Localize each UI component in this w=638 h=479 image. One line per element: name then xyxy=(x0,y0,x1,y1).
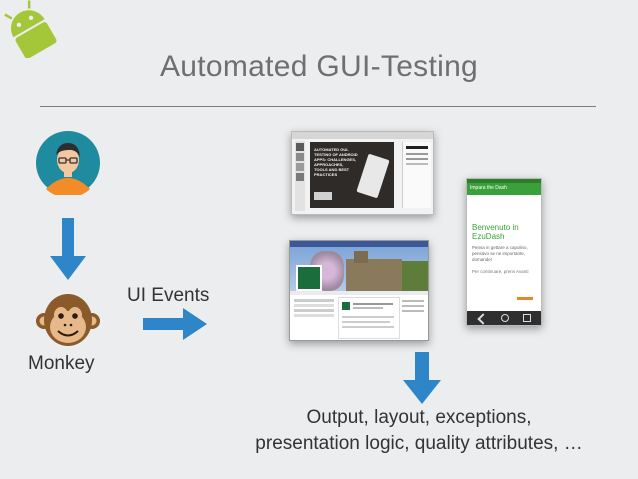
output-line-2: presentation logic, quality attributes, … xyxy=(255,433,583,454)
right-arrow-icon xyxy=(143,308,207,340)
mobile-app-title: Impara the Dash xyxy=(470,185,507,191)
output-line-1: Output, layout, exceptions, xyxy=(306,407,532,428)
android-logo-icon xyxy=(4,0,57,58)
mobile-welcome-text: Benvenuto in EzuDash xyxy=(472,223,519,241)
presentation-slide-text: AUTOMATED GUI-TESTING OF ANDROID APPS: C… xyxy=(314,147,358,177)
title-divider xyxy=(40,106,596,107)
mobile-footer-text: Per continuare, premi Avanti xyxy=(472,269,529,274)
mobile-body-text: Pensa in gettare a capolino, pensavo se … xyxy=(472,245,528,262)
slide-title: Automated GUI-Testing xyxy=(159,50,479,83)
down-arrow-icon xyxy=(50,218,86,280)
user-avatar-icon xyxy=(36,131,100,195)
output-description: Output, layout, exceptions, presentation… xyxy=(200,405,638,457)
presentation-app-screenshot: AUTOMATED GUI-TESTING OF ANDROID APPS: C… xyxy=(291,131,434,215)
mobile-app-screenshot: Impara the Dash Benvenuto in EzuDash Pen… xyxy=(466,178,542,326)
monkey-icon xyxy=(36,294,100,346)
ui-events-label: UI Events xyxy=(127,285,210,306)
monkey-label: Monkey xyxy=(28,353,95,374)
down-arrow-icon xyxy=(403,352,441,404)
web-page-screenshot xyxy=(289,240,429,341)
